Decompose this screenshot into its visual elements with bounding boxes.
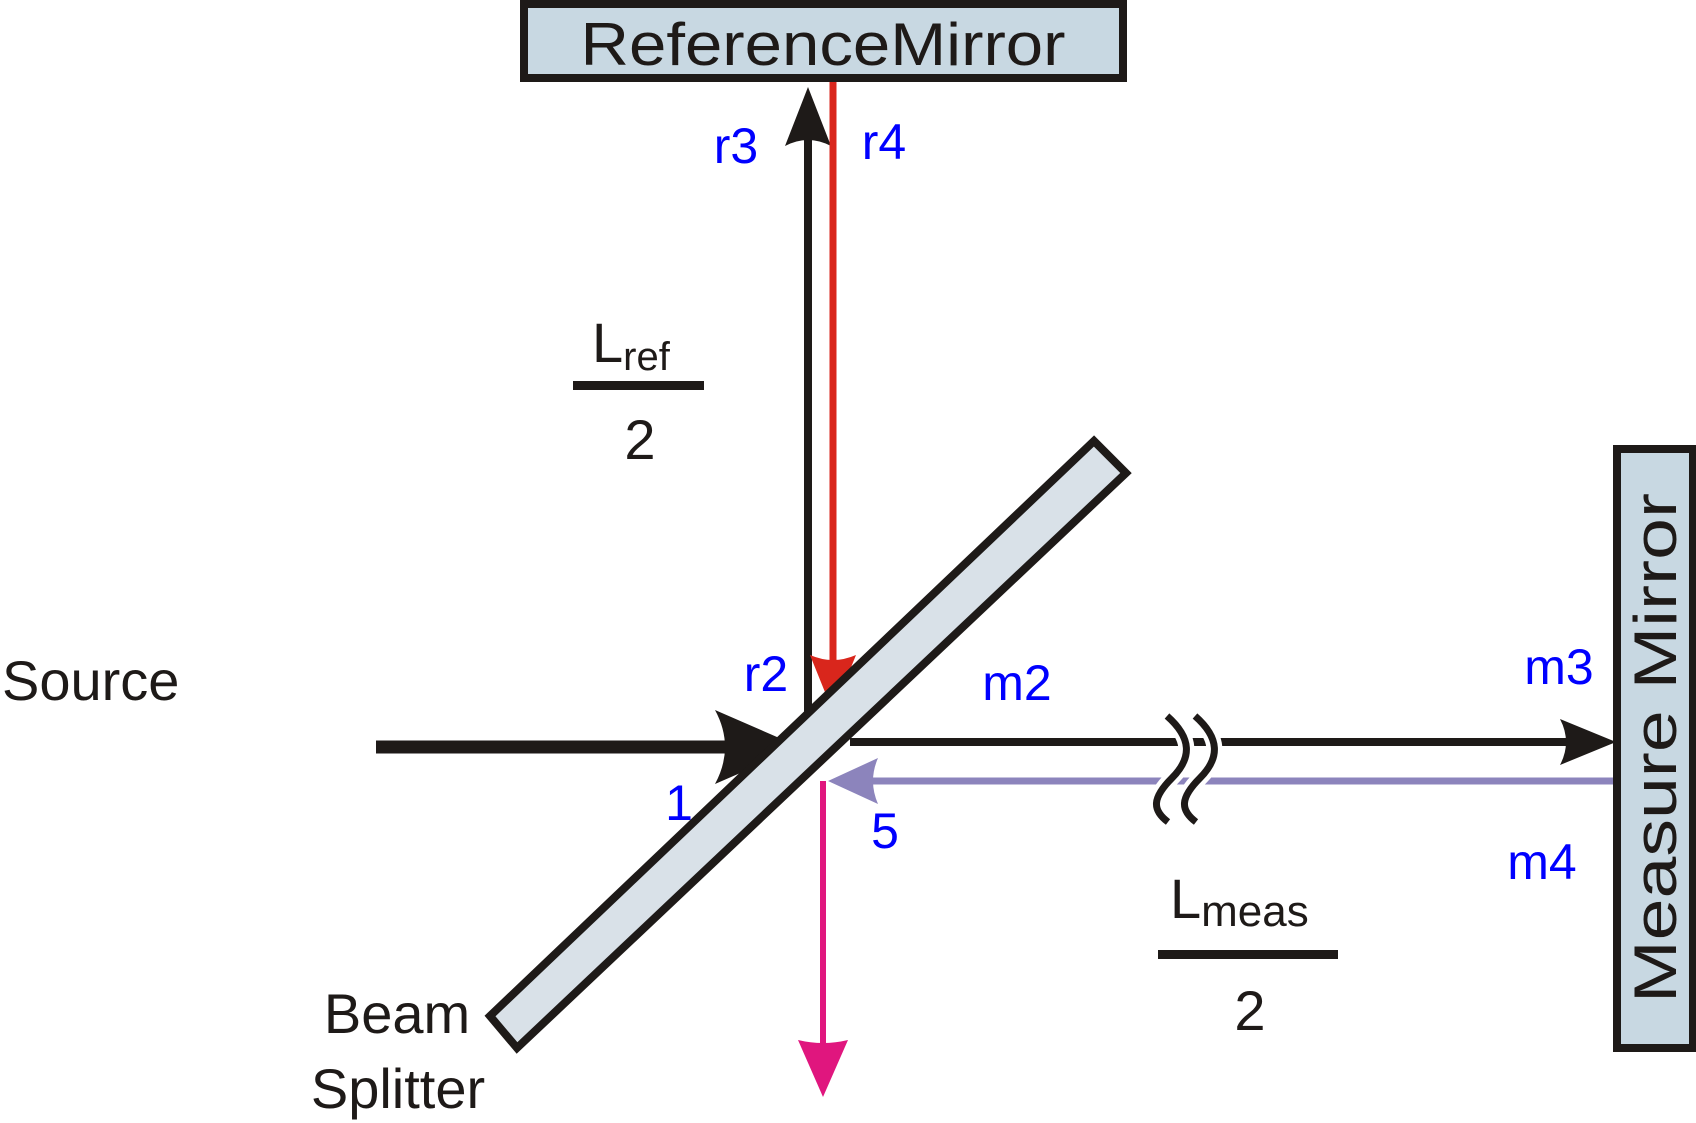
length-ref-fraction-bar	[573, 381, 704, 390]
label-m4: m4	[1507, 834, 1576, 890]
label-r4: r4	[862, 114, 906, 170]
length-ref-fraction: Lref 2	[573, 311, 704, 471]
beam-ref-return	[810, 82, 856, 712]
beam-output	[798, 781, 848, 1097]
beam-meas-return	[828, 758, 1613, 804]
length-meas-subscript: meas	[1201, 887, 1309, 936]
beam-ref-up	[785, 87, 831, 742]
beam-splitter-label-line1: Beam	[324, 982, 470, 1045]
arrowhead-right-icon	[1560, 719, 1616, 765]
label-r2: r2	[744, 646, 788, 702]
source-label: Source	[2, 649, 179, 712]
label-1: 1	[665, 775, 693, 831]
beam-splitter-plate	[484, 435, 1132, 1054]
arrowhead-down-icon	[798, 1040, 848, 1097]
arrowhead-up-icon	[785, 87, 831, 146]
length-meas-fraction-bar	[1158, 950, 1338, 959]
break-symbol-icon	[1148, 709, 1223, 829]
beam-meas-out	[850, 719, 1616, 765]
length-ref-denominator: 2	[624, 408, 655, 471]
length-ref-L: L	[592, 311, 623, 374]
label-5: 5	[871, 803, 899, 859]
label-m3: m3	[1524, 639, 1593, 695]
length-meas-denominator: 2	[1234, 979, 1265, 1042]
length-ref-subscript: ref	[623, 335, 671, 379]
measure-mirror-label: Measure Mirror	[1622, 493, 1689, 1003]
length-meas-fraction: Lmeas 2	[1158, 867, 1338, 1042]
arrowhead-down-icon	[810, 655, 856, 712]
measure-mirror: Measure Mirror	[1613, 445, 1696, 1052]
beam-splitter	[484, 435, 1132, 1054]
length-ref-symbol: Lref	[592, 311, 671, 379]
reference-mirror: ReferenceMirror	[520, 0, 1127, 82]
arrowhead-left-icon	[828, 758, 878, 804]
length-meas-symbol: Lmeas	[1170, 867, 1309, 936]
reference-mirror-box	[520, 0, 1127, 82]
label-m2: m2	[982, 655, 1051, 711]
beam-splitter-label-line2: Splitter	[311, 1057, 485, 1120]
beam-source-input	[376, 710, 800, 784]
measure-mirror-box	[1613, 445, 1696, 1052]
arrowhead-right-icon	[715, 710, 800, 784]
reference-mirror-label: ReferenceMirror	[581, 11, 1066, 78]
length-meas-L: L	[1170, 867, 1201, 930]
label-r3: r3	[714, 118, 758, 174]
